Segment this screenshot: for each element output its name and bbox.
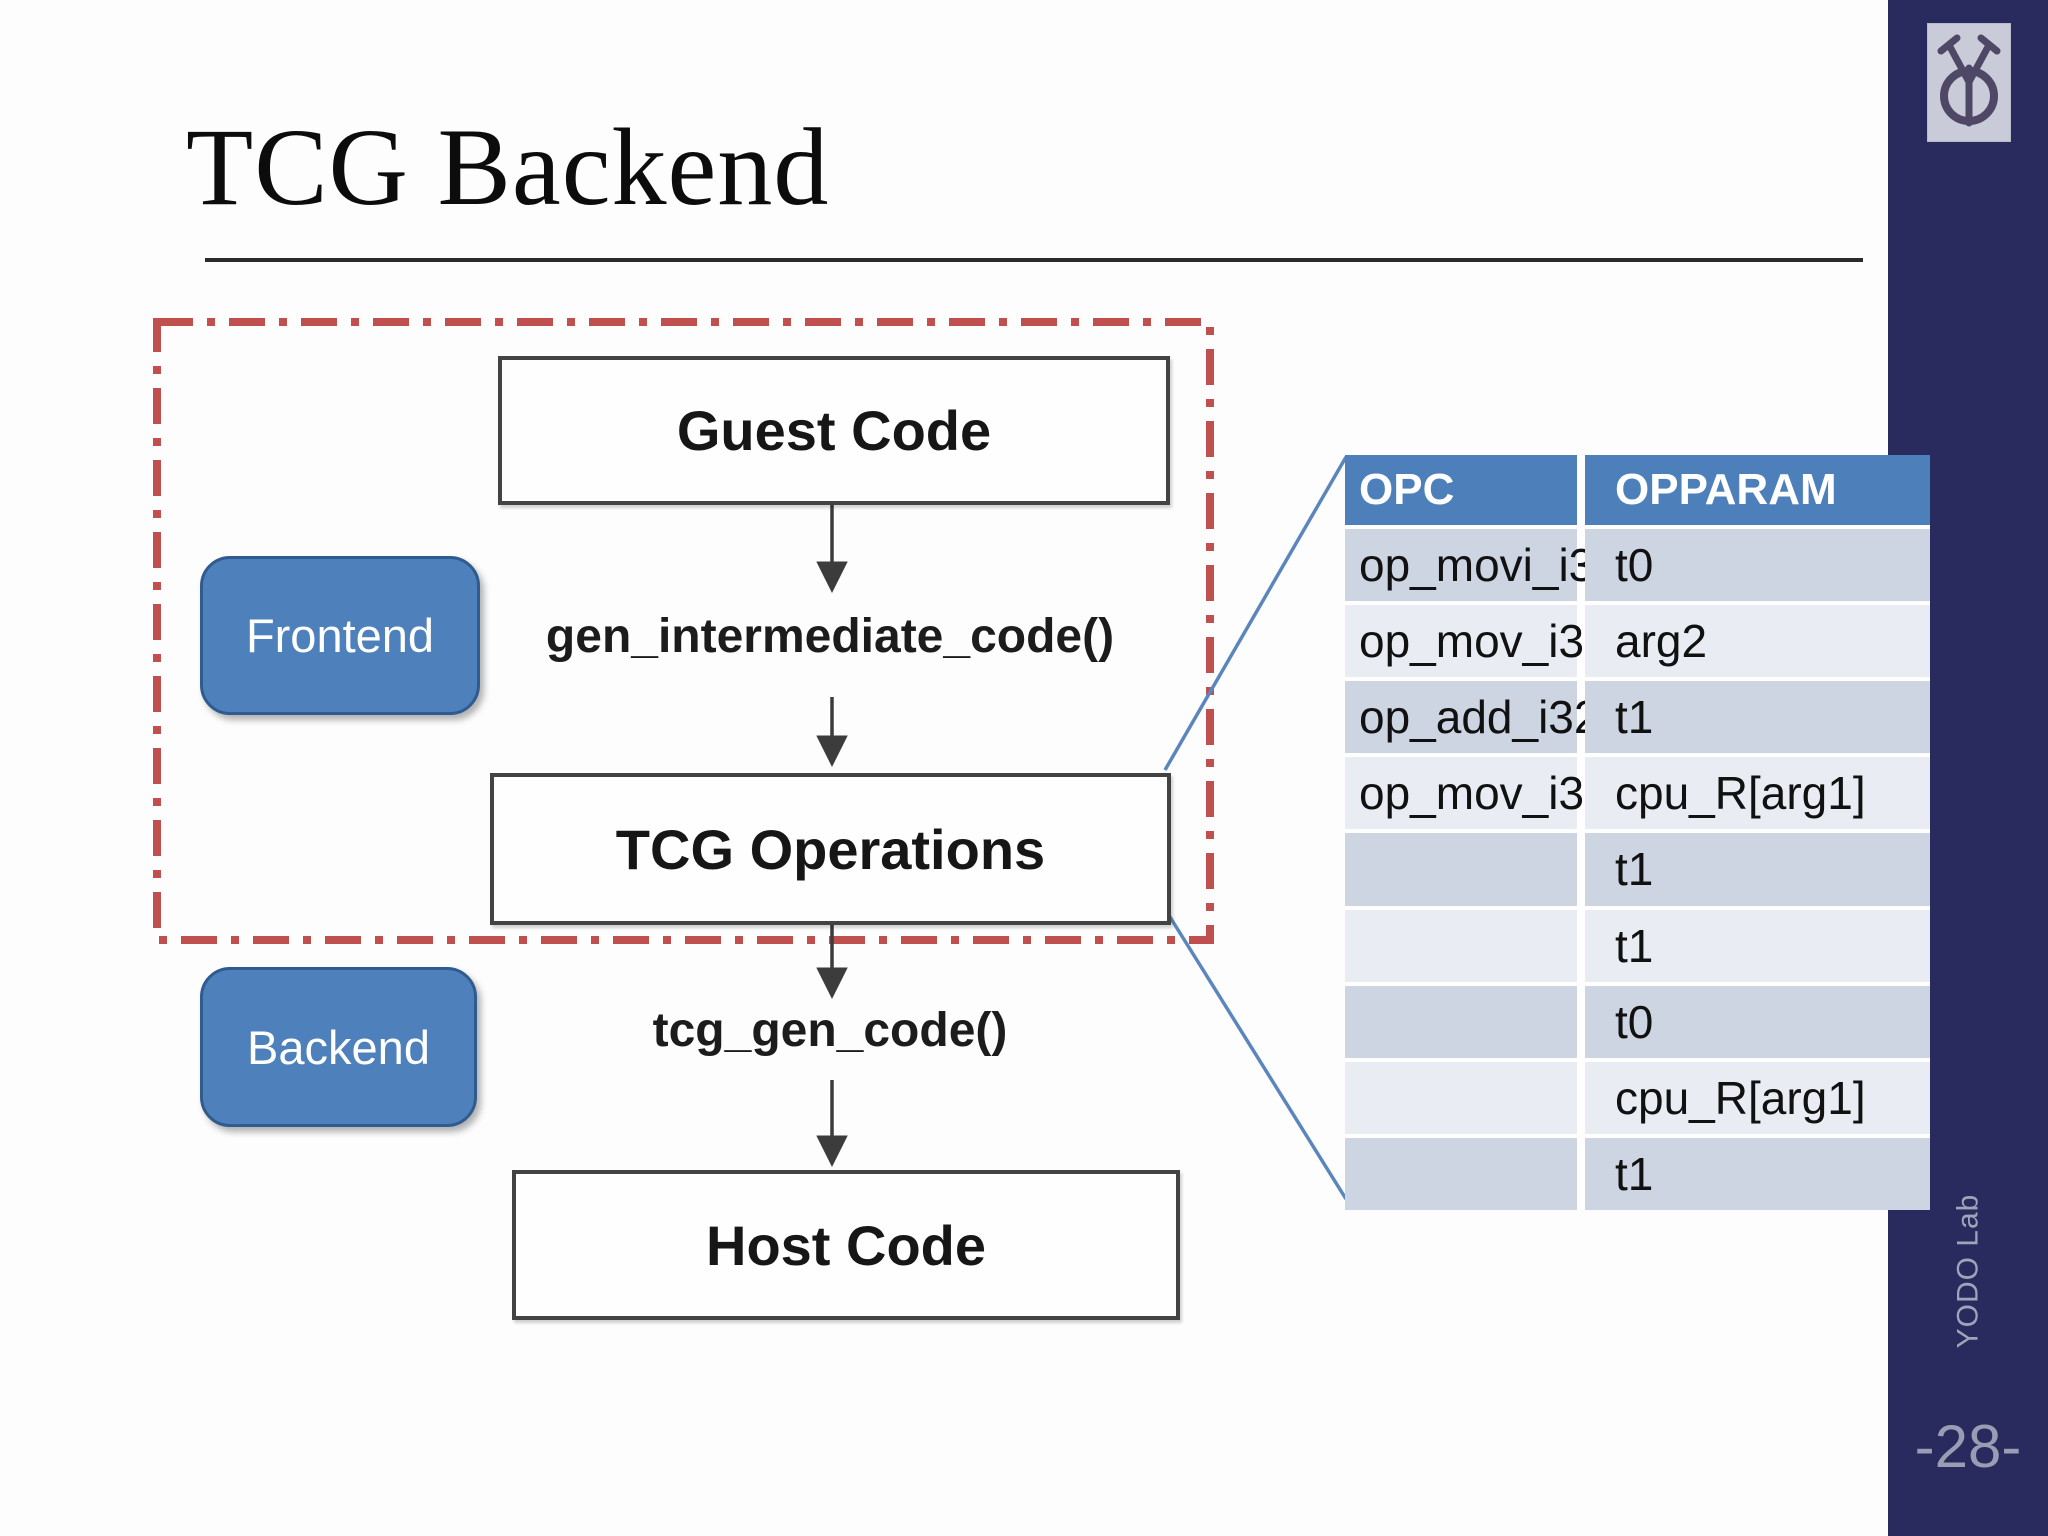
opparam-cell: t1: [1585, 833, 1930, 906]
guest-code-label: Guest Code: [676, 399, 992, 462]
page-title: TCG Backend: [186, 106, 830, 228]
opparam-cell: t1: [1585, 1137, 1930, 1210]
opc-cell: [1345, 1061, 1577, 1134]
opparam-cell: t0: [1585, 529, 1930, 602]
guest-code-box: Guest Code: [498, 356, 1170, 505]
table-row: t1: [1345, 1137, 1930, 1210]
tcg-operations-box: TCG Operations: [490, 773, 1171, 925]
lab-name-text: YODO Lab: [1950, 1193, 1984, 1349]
title-underline: [205, 258, 1863, 262]
host-code-box: Host Code: [512, 1170, 1180, 1320]
table-row: op_mov_i32 arg2: [1345, 605, 1930, 678]
table-row: op_movi_i32 t0: [1345, 529, 1930, 602]
table-header-row: OPC OPPARAM: [1345, 455, 1930, 525]
opc-cell: op_mov_i32: [1345, 757, 1610, 830]
frontend-badge-label: Frontend: [245, 609, 435, 662]
opc-column-header: OPC: [1345, 455, 1577, 525]
opcode-table: OPC OPPARAM op_movi_i32 t0 op_mov_i32 ar…: [1345, 455, 1930, 1210]
opparam-cell: t1: [1585, 681, 1930, 754]
table-row: op_mov_i32 cpu_R[arg1]: [1345, 757, 1930, 830]
opparam-cell: arg2: [1585, 605, 1930, 678]
table-row: t0: [1345, 985, 1930, 1058]
opc-cell: [1345, 833, 1577, 906]
frontend-badge: Frontend: [200, 556, 480, 715]
backend-badge: Backend: [200, 967, 477, 1127]
opc-cell: [1345, 909, 1577, 982]
opc-cell: op_mov_i32: [1345, 605, 1610, 678]
opc-cell: op_movi_i32: [1345, 529, 1620, 602]
opc-cell: [1345, 985, 1577, 1058]
yodo-lab-logo-icon: [1927, 23, 2011, 142]
table-row: cpu_R[arg1]: [1345, 1061, 1930, 1134]
opparam-column-header: OPPARAM: [1585, 455, 1930, 525]
table-row: op_add_i32 t1: [1345, 681, 1930, 754]
opparam-cell: t0: [1585, 985, 1930, 1058]
opc-cell: [1345, 1137, 1577, 1210]
page-number: -28-: [1914, 1413, 2022, 1480]
gen-intermediate-code-label: gen_intermediate_code(): [545, 610, 1115, 663]
opparam-cell: t1: [1585, 909, 1930, 982]
opc-cell: op_add_i32: [1345, 681, 1599, 754]
backend-badge-label: Backend: [247, 1020, 430, 1074]
sidebar: YODO Lab -28-: [1888, 0, 2048, 1536]
host-code-label: Host Code: [706, 1213, 986, 1277]
tcg-gen-code-label: tcg_gen_code(): [652, 1004, 1008, 1057]
table-row: t1: [1345, 833, 1930, 906]
table-row: t1: [1345, 909, 1930, 982]
opparam-cell: cpu_R[arg1]: [1585, 1061, 1930, 1134]
tcg-operations-label: TCG Operations: [615, 817, 1046, 881]
lab-name-vertical: YODO Lab: [1888, 1186, 2048, 1356]
opparam-cell: cpu_R[arg1]: [1585, 757, 1930, 830]
